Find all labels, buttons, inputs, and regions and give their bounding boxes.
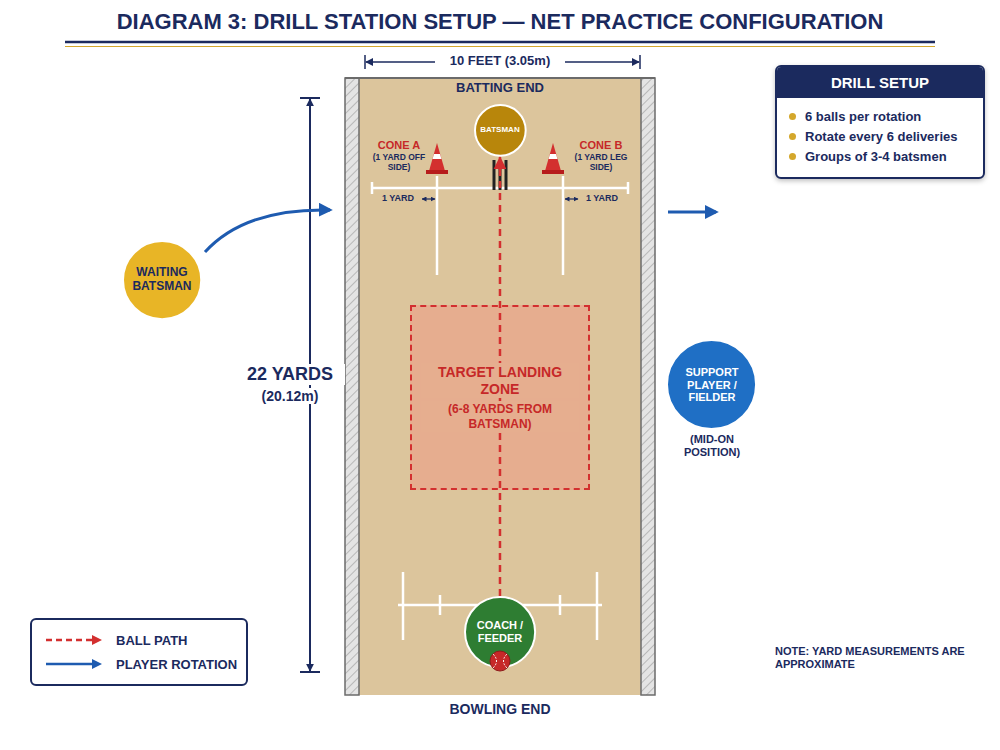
drill-setup-panel: DRILL SETUP6 balls per rotationRotate ev… bbox=[775, 65, 985, 179]
part bbox=[562, 176, 565, 275]
circle-shape bbox=[667, 340, 756, 429]
side-net bbox=[345, 78, 359, 695]
node-label: SUPPORT PLAYER / FIELDER bbox=[676, 366, 749, 404]
rotation-arrow bbox=[205, 210, 330, 252]
cone-b bbox=[542, 143, 564, 174]
bullet-dot bbox=[789, 113, 796, 120]
panel-heading: DRILL SETUP bbox=[777, 67, 983, 98]
side-net bbox=[641, 78, 655, 695]
cone-note: (1 YARD LEG SIDE) bbox=[570, 153, 632, 173]
bullet-text: 6 balls per rotation bbox=[805, 109, 921, 124]
cone-a bbox=[426, 143, 448, 174]
part bbox=[429, 143, 445, 171]
panel-body: 6 balls per rotationRotate every 6 deliv… bbox=[777, 98, 983, 177]
yard-arrow bbox=[422, 198, 435, 199]
circle-text: COACH / FEEDER bbox=[471, 619, 529, 644]
title-holder: DIAGRAM 3: DRILL STATION SETUP — NET PRA… bbox=[0, 8, 1000, 36]
diagram-title: DIAGRAM 3: DRILL STATION SETUP — NET PRA… bbox=[117, 8, 884, 36]
part bbox=[439, 595, 442, 615]
batsman-circle: BATSMAN bbox=[474, 104, 527, 157]
node-label: WAITING BATSMAN bbox=[130, 266, 194, 294]
bullet-dot bbox=[789, 153, 796, 160]
dimension-tick bbox=[300, 671, 320, 673]
part bbox=[490, 651, 510, 671]
part bbox=[436, 176, 439, 275]
dimension-tick bbox=[639, 55, 641, 69]
legend-row: PLAYER ROTATION bbox=[44, 652, 234, 676]
part bbox=[433, 154, 442, 159]
ball-path-arrow bbox=[499, 156, 502, 596]
dimension-label: 1 YARD bbox=[377, 193, 419, 203]
legend-box: BALL PATH PLAYER ROTATION bbox=[30, 618, 248, 686]
pitch-surface bbox=[345, 78, 655, 695]
circle-text: SUPPORT PLAYER / FIELDER bbox=[676, 366, 749, 404]
part bbox=[402, 572, 405, 640]
bullet-row: 6 balls per rotation bbox=[789, 109, 971, 124]
batting-creases bbox=[372, 176, 628, 275]
yard-arrow bbox=[565, 198, 578, 199]
circle-shape bbox=[475, 105, 526, 156]
dimension-tick bbox=[364, 55, 366, 69]
dimension-label: 1 YARD bbox=[581, 193, 623, 203]
cone-label: CONE A bbox=[368, 139, 430, 152]
part bbox=[426, 170, 448, 174]
circle-shape bbox=[123, 241, 201, 319]
bullet-row: Groups of 3-4 batsmen bbox=[789, 149, 971, 164]
cone-note: (1 YARD OFF SIDE) bbox=[368, 153, 430, 173]
node-label: BATSMAN bbox=[479, 125, 521, 134]
part bbox=[549, 154, 558, 159]
legend-line bbox=[46, 639, 93, 642]
legend-line bbox=[46, 663, 93, 666]
length-dimension bbox=[309, 99, 311, 671]
part bbox=[559, 595, 562, 615]
rotation-arrow bbox=[668, 211, 716, 214]
dimension-tick bbox=[300, 97, 320, 99]
zone-label: (6-8 YARDS FROM BATSMAN) bbox=[421, 401, 579, 432]
net-top bbox=[345, 77, 655, 79]
part bbox=[505, 160, 508, 190]
bullet-dot bbox=[789, 133, 796, 140]
legend-text: PLAYER ROTATION bbox=[116, 657, 237, 672]
part bbox=[542, 170, 564, 174]
bullet-text: Rotate every 6 deliveries bbox=[805, 129, 957, 144]
title-rule bbox=[65, 41, 935, 44]
circle-text: BATSMAN bbox=[479, 125, 521, 134]
legend-row: BALL PATH bbox=[44, 628, 234, 652]
part bbox=[493, 654, 497, 668]
legend-text: BALL PATH bbox=[116, 633, 188, 648]
part bbox=[596, 572, 599, 640]
support-player-circle: SUPPORT PLAYER / FIELDER bbox=[666, 339, 757, 430]
part bbox=[627, 182, 630, 194]
part bbox=[371, 182, 374, 194]
part bbox=[493, 160, 496, 190]
note-text: NOTE: YARD MEASUREMENTS ARE APPROXIMATE bbox=[775, 645, 980, 670]
position-note: (MID-ON POSITION) bbox=[666, 433, 758, 458]
cone-label: CONE B bbox=[570, 139, 632, 152]
dimension-label: 10 FEET (3.05m) bbox=[435, 54, 565, 69]
node-label: COACH / FEEDER bbox=[471, 619, 529, 644]
legend-arrowhead bbox=[92, 635, 102, 645]
legend-sample bbox=[44, 633, 104, 647]
circle-text: WAITING BATSMAN bbox=[130, 266, 194, 294]
cricket-ball bbox=[490, 651, 510, 671]
title-rule-accent bbox=[65, 46, 935, 47]
bullet-row: Rotate every 6 deliveries bbox=[789, 129, 971, 144]
waiting-batsman-circle: WAITING BATSMAN bbox=[122, 240, 202, 320]
end-label: BATTING END bbox=[430, 81, 570, 96]
bullet-text: Groups of 3-4 batsmen bbox=[805, 149, 947, 164]
dimension-label: (20.12m) bbox=[245, 388, 335, 404]
end-label: BOWLING END bbox=[430, 701, 570, 717]
part bbox=[545, 143, 561, 171]
dimension-label: 22 YARDS bbox=[235, 364, 345, 385]
legend-arrowhead bbox=[92, 659, 102, 669]
part bbox=[504, 654, 508, 668]
zone-label: TARGET LANDING ZONE bbox=[421, 363, 579, 399]
legend-sample bbox=[44, 657, 104, 671]
